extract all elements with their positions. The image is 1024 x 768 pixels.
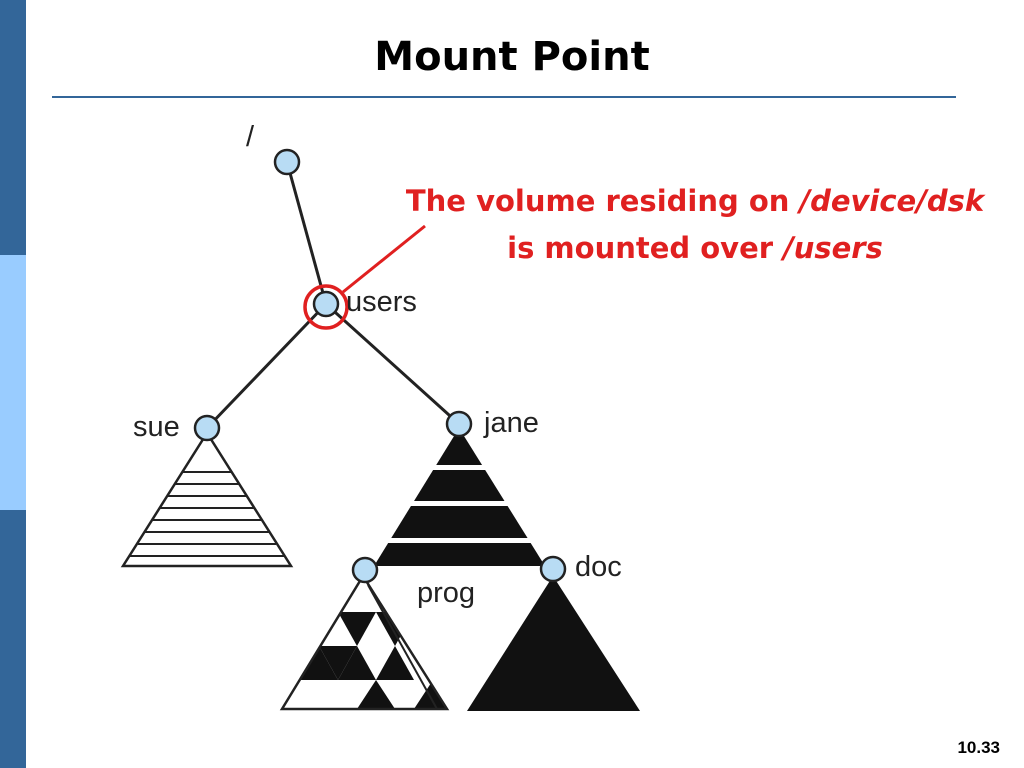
side-band-middle [0,255,26,510]
side-band-bottom [0,510,26,768]
prog-label: prog [417,577,475,609]
annotation-line-2: is mounted over /users [507,231,883,265]
jane-subtree [370,428,550,566]
root-node [273,148,301,176]
doc-subtree [467,576,640,711]
edge-users-jane [324,302,461,426]
callout-pointer-line [342,224,426,294]
jane-label: jane [483,407,539,439]
edge-users-sue [205,302,328,430]
annotation-line-1: The volume residing on /device/dsk [405,184,985,218]
title-divider [52,96,956,98]
doc-node [539,555,567,583]
side-band-top [0,0,26,255]
sue-subtree [120,430,294,568]
page-number: 10.33 [957,738,1000,757]
mount-point-highlight-circle [303,284,349,330]
prog-node [351,556,379,584]
sue-node [193,414,221,442]
jane-node [445,410,473,438]
device-path: /device/dsk [799,184,985,218]
users-label: users [346,286,417,318]
sue-label: sue [133,411,180,443]
mount-annotation: The volume residing on /device/dsk is mo… [392,178,998,272]
edge-root-users [285,161,328,305]
users-node [312,290,340,318]
doc-label: doc [575,551,622,583]
root-label: / [246,121,255,153]
slide-title: Mount Point [374,34,650,80]
users-path: /users [783,231,883,265]
